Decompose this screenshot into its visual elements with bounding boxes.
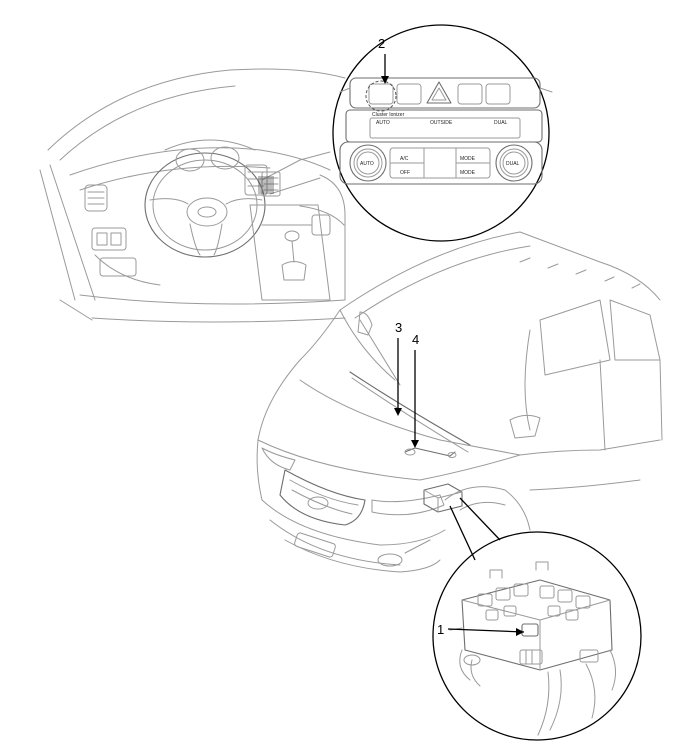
callout-4-label: 4 (412, 332, 419, 347)
panel-off-text: OFF (400, 170, 410, 176)
panel-knob-auto-text: AUTO (360, 161, 374, 167)
callout-3-label: 3 (395, 320, 402, 335)
panel-dual-text: DUAL (494, 120, 508, 126)
interior-dashboard (39, 68, 346, 323)
panel-auto-text: AUTO (376, 120, 390, 126)
callout-1: 1 (437, 622, 525, 637)
panel-outside-text: OUTSIDE (430, 120, 453, 126)
callout-3: 3 (394, 320, 402, 416)
panel-brand-label: Cluster Ionizer (372, 112, 405, 118)
vehicle-exterior (256, 231, 663, 573)
callout-2: 2 (378, 36, 389, 84)
panel-mode-down-text: MODE (460, 170, 476, 176)
panel-knob-dual-text: DUAL (506, 161, 520, 167)
climate-panel-zoom: Cluster Ionizer AUTO OUTSIDE DUAL A/C OF… (332, 24, 553, 242)
callout-1-label: 1 (437, 622, 444, 637)
panel-mode-up-text: MODE (460, 156, 476, 162)
defrost-button-highlight (365, 80, 397, 112)
callout-4: 4 (411, 332, 419, 448)
fuse-box-zoom (432, 497, 642, 741)
callout-2-label: 2 (378, 36, 385, 51)
panel-ac-text: A/C (400, 156, 409, 162)
